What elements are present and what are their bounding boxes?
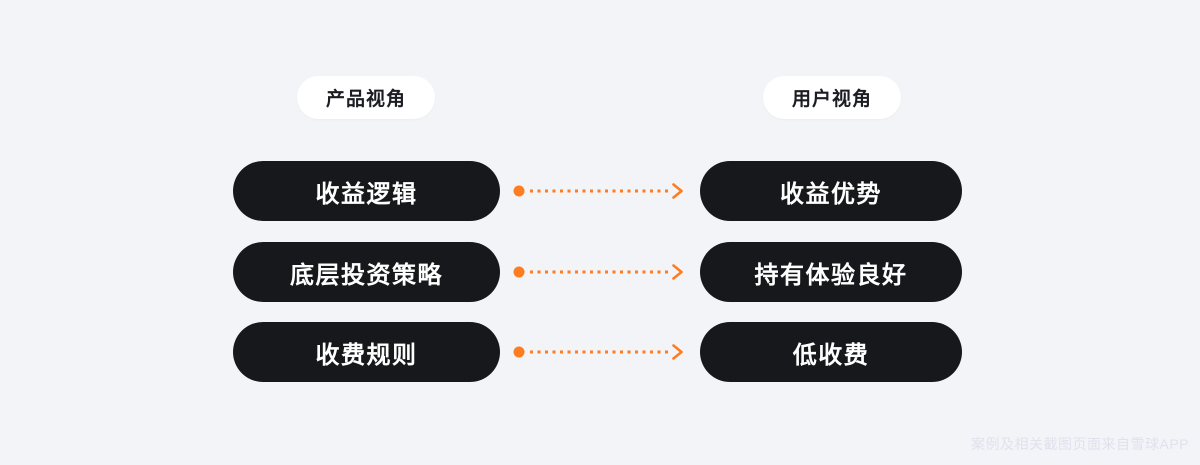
node-label: 收益逻辑	[315, 180, 418, 208]
product-node-underlying-strategy: 底层投资策略	[233, 242, 500, 302]
user-node-holding-experience: 持有体验良好	[700, 242, 962, 302]
dotted-arrow-icon	[513, 264, 683, 280]
source-credit-text: 案例及相关截图页面来自雪球APP	[970, 436, 1189, 452]
user-node-low-fee: 低收费	[700, 322, 962, 382]
dotted-arrow-icon	[513, 183, 683, 199]
product-node-fee-rules: 收费规则	[233, 322, 500, 382]
column-header-user-label: 用户视角	[791, 89, 873, 110]
node-label: 底层投资策略	[290, 261, 443, 289]
dotted-arrow-icon	[513, 344, 683, 360]
node-label: 低收费	[792, 341, 870, 369]
node-label: 收益优势	[780, 180, 882, 208]
column-header-product: 产品视角	[296, 76, 436, 119]
column-header-user: 用户视角	[762, 76, 902, 119]
node-label: 持有体验良好	[754, 261, 908, 289]
user-node-revenue-advantage: 收益优势	[700, 161, 962, 221]
node-label: 收费规则	[315, 341, 418, 369]
column-header-product-label: 产品视角	[325, 89, 407, 110]
product-node-revenue-logic: 收益逻辑	[233, 161, 500, 221]
